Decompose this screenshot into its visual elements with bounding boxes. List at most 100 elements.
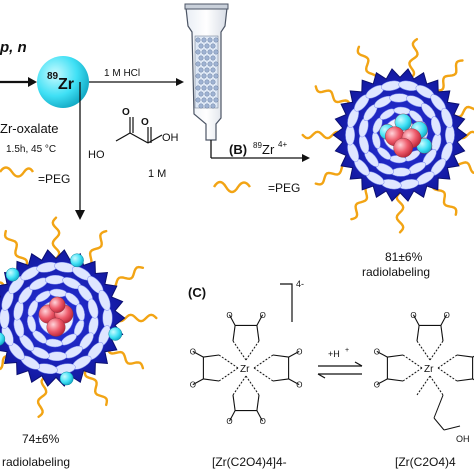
- zr-free-mass: 89: [253, 141, 262, 150]
- complex-bracket: [280, 283, 293, 322]
- oxygen-label: O: [374, 347, 380, 356]
- column-bead: [201, 37, 207, 43]
- peg-chain: [408, 38, 419, 80]
- ligand-bond: [203, 378, 220, 382]
- complex-charge: 4-: [296, 279, 304, 289]
- coordination-bond: [253, 367, 274, 382]
- coordination-bond: [232, 375, 247, 396]
- column-bead: [198, 91, 204, 97]
- oxygen-label: O: [190, 347, 196, 356]
- left-branch-arrowhead: [75, 210, 85, 220]
- equilibrium-arrows: [317, 361, 363, 379]
- coordination-bond: [416, 375, 431, 396]
- yield-a: 74±6%: [22, 432, 60, 446]
- yield-b: 81±6%: [385, 250, 423, 264]
- carbonyl-bond: [376, 350, 388, 358]
- oxygen-label: O: [410, 311, 416, 320]
- column-bead: [210, 79, 216, 85]
- oxygen-label: O: [190, 381, 196, 390]
- panel-c-label: (C): [188, 285, 206, 300]
- zr-center-label: Zr: [240, 364, 250, 375]
- panel-b-label: (B): [229, 142, 247, 157]
- column-bead: [201, 97, 207, 103]
- column-bead: [201, 85, 207, 91]
- surface-zr-sphere: [5, 267, 20, 282]
- peg-left-label: =PEG: [38, 172, 70, 186]
- nanoparticle-pore: [430, 116, 442, 136]
- zr-center-label: Zr: [424, 364, 434, 375]
- column-bead: [204, 103, 210, 109]
- peg-legend-left: [0, 166, 35, 178]
- coordination-bond: [429, 375, 444, 396]
- peg-chain: [314, 85, 352, 108]
- ligand-bond: [433, 417, 445, 431]
- zr89-mass: 89: [47, 71, 59, 82]
- coordination-bond: [218, 367, 239, 382]
- core-red-sphere: [393, 137, 414, 158]
- column-bead: [195, 85, 201, 91]
- peg-chain: [435, 59, 464, 93]
- carbonyl-bond: [288, 378, 300, 386]
- coordination-bond: [402, 367, 423, 382]
- radiolabeling-a: radiolabeling: [2, 455, 70, 469]
- ligand-bond: [256, 325, 260, 342]
- column-bead: [207, 49, 213, 55]
- ligand-bond: [416, 325, 420, 342]
- carbonyl-bond: [288, 350, 300, 358]
- ligand-bond: [456, 378, 473, 382]
- reaction-label: p, n: [0, 39, 27, 56]
- column-bead: [198, 103, 204, 109]
- column-bead: [201, 73, 207, 79]
- peg-chain: [106, 346, 145, 370]
- peg-legend-middle: [212, 180, 251, 194]
- carbonyl-bond: [228, 314, 236, 326]
- nanoparticle-pore: [87, 298, 99, 319]
- column-bead: [204, 55, 210, 61]
- peg-chain: [395, 191, 405, 234]
- oxalic-ho: HO: [88, 149, 105, 161]
- column-bead: [213, 37, 219, 43]
- proton-label: +H: [328, 349, 340, 359]
- nanoparticle-pore: [44, 274, 66, 285]
- hydroxyl-label: OH: [456, 434, 470, 444]
- nanoparticle-pore: [389, 93, 409, 103]
- carbonyl-bond: [256, 410, 264, 422]
- ligand-bond: [256, 394, 260, 411]
- nanoparticle-pore: [391, 167, 411, 177]
- surface-zr-sphere: [0, 332, 6, 346]
- column-bead: [213, 61, 219, 67]
- column-bead: [198, 43, 204, 49]
- column-bead: [195, 97, 201, 103]
- column-bead: [207, 73, 213, 79]
- column-bead: [213, 49, 219, 55]
- oxygen-label: O: [374, 381, 380, 390]
- carbonyl-bond: [256, 314, 264, 326]
- oxygen-label: O: [260, 417, 266, 426]
- ligand-bond: [232, 325, 236, 342]
- column-bead: [195, 49, 201, 55]
- column-bead: [210, 103, 216, 109]
- column-bead: [204, 43, 210, 49]
- ligand-bond: [433, 394, 444, 419]
- oxalic-o-top-1: O: [122, 107, 130, 118]
- column-bead: [213, 85, 219, 91]
- ligand-bond: [440, 325, 444, 342]
- column-bead: [198, 55, 204, 61]
- column-bead: [210, 55, 216, 61]
- radiolabeling-b: radiolabeling: [362, 265, 430, 279]
- column-bead: [207, 61, 213, 67]
- column-bead: [198, 79, 204, 85]
- coordination-bond: [402, 354, 423, 369]
- oxygen-label: O: [260, 311, 266, 320]
- coordination-bond: [253, 354, 274, 369]
- peg-chain: [0, 354, 12, 371]
- to-b-arrowhead: [302, 154, 310, 162]
- coordination-bond: [218, 354, 239, 369]
- coordination-bond: [232, 340, 247, 361]
- formula-left: [Zr(C2O4)4]4-: [212, 455, 287, 469]
- ligand-bond: [272, 378, 289, 382]
- formula-right: [Zr(C2O4)4: [395, 455, 456, 469]
- peg-chain: [452, 105, 474, 119]
- hcl-label: 1 M HCl: [104, 68, 140, 79]
